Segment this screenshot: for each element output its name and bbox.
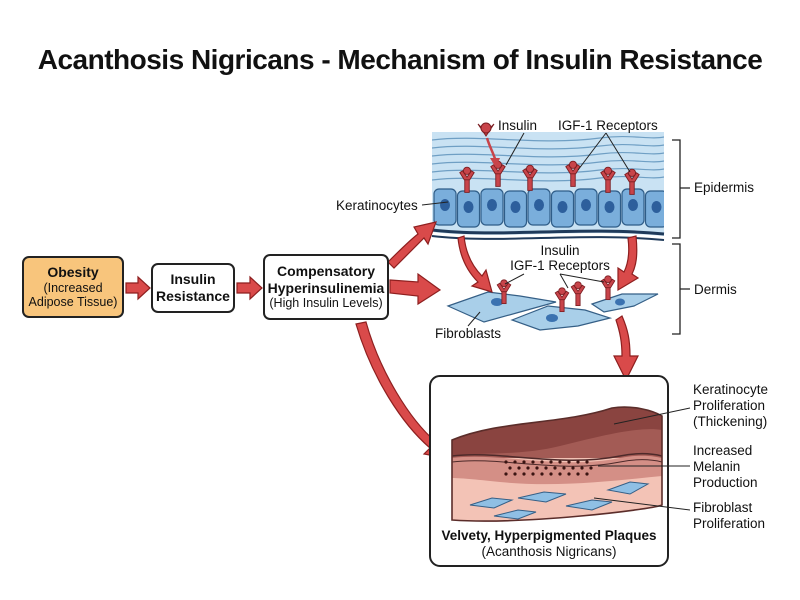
melanin-dot: [531, 460, 535, 464]
receptor-icon: [459, 166, 475, 193]
insulin-label-mid: Insulin: [540, 243, 580, 258]
result-subtitle: (Acanthosis Nigricans): [481, 544, 617, 559]
melanin-dot: [567, 460, 571, 464]
melanin-dot: [576, 460, 580, 464]
dermis-receptors: [496, 275, 616, 313]
melanin-dot: [571, 466, 575, 470]
keratinocyte-cells: [433, 188, 664, 228]
receptor-icon: [600, 166, 616, 193]
melanin-dot: [553, 466, 557, 470]
fibroblast-cells: [446, 291, 659, 331]
obesity-title: Obesity: [47, 263, 99, 280]
melanin-dot: [576, 472, 580, 476]
obesity-box: Obesity (Increased Adipose Tissue): [22, 256, 124, 318]
epidermis-label: Epidermis: [694, 180, 755, 195]
melanin-granules: [504, 460, 593, 476]
melanin-dot: [531, 472, 535, 476]
fibroblasts-label: Fibroblasts: [435, 326, 502, 341]
melanin-dot: [544, 466, 548, 470]
result-fibroblasts: [469, 481, 650, 520]
compensatory-sub: (High Insulin Levels): [269, 296, 383, 311]
receptor-icon: [522, 164, 538, 191]
compensatory-line2: Hyperinsulinemia: [267, 279, 385, 296]
keratinocytes-label: Keratinocytes: [336, 198, 418, 213]
insulin-resistance-line1: Insulin: [170, 271, 216, 288]
igf-receptors-label-mid: IGF-1 Receptors: [510, 258, 610, 273]
insulin-resistance-line2: Resistance: [156, 288, 230, 304]
melanin-dot: [540, 472, 544, 476]
dermis-bracket: [672, 243, 690, 335]
obesity-line2: Adipose Tissue): [28, 295, 118, 310]
receptor-icon: [624, 168, 640, 195]
melanin-dot: [558, 460, 562, 464]
annotation-melanin-production: Increased Melanin Production: [693, 443, 758, 490]
receptor-icon: [554, 287, 570, 313]
insulin-label-top: Insulin: [498, 118, 538, 133]
melanin-dot: [580, 466, 584, 470]
dermis-label: Dermis: [694, 282, 737, 297]
melanin-dot: [585, 460, 589, 464]
melanin-dot: [522, 472, 526, 476]
melanin-dot: [558, 472, 562, 476]
epidermis-bracket: [672, 139, 690, 239]
receptor-icon: [496, 279, 512, 305]
insulin-molecule-icon: [477, 122, 495, 137]
melanin-dot: [504, 472, 508, 476]
obesity-line1: (Increased: [43, 280, 103, 295]
melanin-dot: [562, 466, 566, 470]
melanin-dot: [549, 472, 553, 476]
melanin-dot: [585, 472, 589, 476]
melanin-dot: [589, 466, 593, 470]
igf-receptors-label-top: IGF-1 Receptors: [558, 118, 658, 133]
melanin-dot: [526, 466, 530, 470]
diagram-title: Acanthosis Nigricans - Mechanism of Insu…: [37, 44, 763, 75]
insulin-resistance-box: Insulin Resistance: [151, 263, 235, 313]
result-title: Velvety, Hyperpigmented Plaques: [441, 528, 657, 543]
melanin-dot: [508, 466, 512, 470]
melanin-dot: [504, 460, 508, 464]
melanin-dot: [535, 466, 539, 470]
compensatory-hyperinsulinemia-box: Compensatory Hyperinsulinemia (High Insu…: [263, 254, 389, 320]
receptor-icon: [565, 160, 581, 187]
melanin-dot: [513, 460, 517, 464]
receptor-icon: [600, 275, 616, 301]
annotation-fibroblast-proliferation: Fibroblast Proliferation: [693, 500, 766, 531]
epidermis-tissue: [431, 132, 665, 241]
melanin-dot: [522, 460, 526, 464]
annotation-keratinocyte-proliferation: Keratinocyte Proliferation (Thickening): [693, 382, 769, 429]
melanin-dot: [540, 460, 544, 464]
compensatory-line1: Compensatory: [276, 263, 376, 280]
melanin-dot: [513, 472, 517, 476]
melanin-dot: [549, 460, 553, 464]
melanin-dot: [517, 466, 521, 470]
receptor-icon: [570, 281, 586, 307]
melanin-dot: [567, 472, 571, 476]
